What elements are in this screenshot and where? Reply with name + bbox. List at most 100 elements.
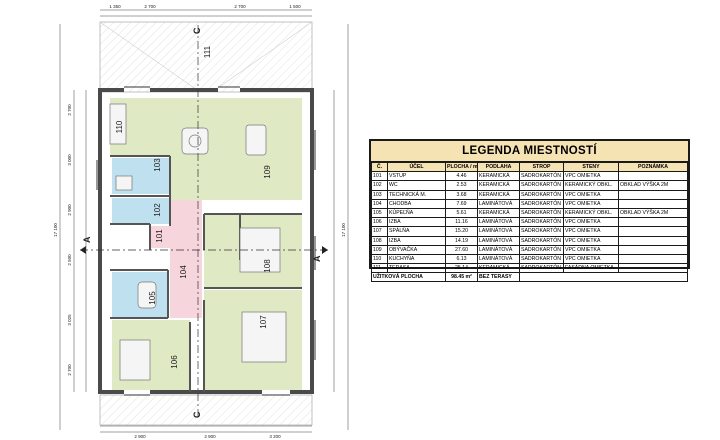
legend-header-cell: STROP (519, 161, 564, 173)
section-arrow-left (80, 246, 86, 254)
legend-table: Č. ÚČEL PLOCHA / m² PODLAHA STROP STENY … (371, 161, 688, 283)
legend-cell: KERAMICKÁ (477, 180, 520, 191)
legend-cell: SADROKARTÓN (519, 235, 564, 246)
legend-cell: 4.46 (445, 171, 478, 182)
legend-cell: KUCHYŇA (387, 253, 446, 265)
legend-cell: 105 (371, 207, 388, 219)
legend-footer-row: UŽITKOVÁ PLOCHA 98.45 m² BEZ TERASY (371, 272, 688, 283)
floor-plan-drawing: 110 109 103 102 101 104 105 106 107 108 … (53, 4, 349, 439)
legend-cell: LAMINÁTOVÁ (477, 253, 520, 265)
dim-left-3: 2 500 (67, 254, 72, 266)
room-label-110: 110 (115, 120, 124, 133)
room-label-107: 107 (259, 315, 268, 329)
legend-cell: SADROKARTÓN (519, 180, 564, 191)
legend-cell: 106 (371, 217, 388, 228)
legend-cell: TERASA (387, 263, 446, 274)
outer-walls (98, 88, 314, 394)
legend-cell: OBÝVAČKA (387, 244, 446, 255)
dim-left-4: 3 025 (67, 314, 72, 326)
legend-cell: VPC OMIETKA (563, 171, 619, 182)
legend-cell: VPC OMIETKA (563, 235, 619, 246)
legend-cell: SADROKARTÓN (519, 207, 564, 219)
dimension-labels: 1 350 2 700 2 700 1 500 17 100 17 100 2 … (53, 4, 346, 439)
legend-cell (618, 171, 688, 182)
legend-cell: SADROKARTÓN (519, 244, 564, 255)
legend-cell: LAMINÁTOVÁ (477, 217, 520, 228)
dim-bottom-1: 2 900 (204, 434, 216, 439)
room-legend: LEGENDA MIESTNOSTÍ Č. ÚČEL PLOCHA / m² P… (369, 139, 690, 283)
terrace-lower-area (99, 394, 313, 426)
room-101-fill (150, 226, 170, 248)
legend-header-cell: STENY (563, 161, 619, 173)
legend-cell: TECHNICKÁ M. (387, 189, 446, 200)
legend-cell: KERAMICKÝ OBKL. (563, 180, 619, 191)
legend-cell: LAMINÁTOVÁ (477, 226, 520, 237)
legend-cell: KERAMICKÁ (477, 207, 520, 219)
room-label-104: 104 (179, 265, 188, 279)
legend-cell (618, 189, 688, 200)
section-mark-c-top: C (192, 27, 202, 34)
legend-cell: IZBA (387, 217, 446, 228)
room-label-111: 111 (203, 45, 212, 58)
legend-cell: 5.61 (445, 207, 478, 219)
legend-cell: 104 (371, 198, 388, 209)
legend-cell: 15.20 (445, 226, 478, 237)
legend-header-cell: PLOCHA / m² (445, 161, 478, 173)
dim-right-total: 17 100 (341, 223, 346, 237)
legend-cell: VPC OMIETKA (563, 217, 619, 228)
legend-cell (618, 263, 688, 274)
terrace-diagonal-2 (211, 21, 313, 93)
legend-cell: OBKLAD VÝŠKA 2M (618, 207, 688, 219)
legend-cell: 102 (371, 180, 388, 191)
room-label-102: 102 (153, 203, 162, 217)
legend-cell: VPC OMIETKA (563, 189, 619, 200)
legend-header-cell: Č. (371, 161, 388, 173)
room-labels: 110 109 103 102 101 104 105 106 107 108 … (115, 45, 272, 368)
room-label-103: 103 (153, 158, 162, 172)
dim-top-1: 2 700 (144, 4, 156, 9)
dim-left-2: 2 900 (67, 204, 72, 216)
dim-left-5: 2 700 (67, 364, 72, 376)
window-marks (96, 86, 316, 396)
dim-bottom-2: 3 200 (269, 434, 281, 439)
legend-title: LEGENDA MIESTNOSTÍ (371, 141, 688, 162)
legend-cell: KERAMICKÝ OBKL. (563, 207, 619, 219)
room-label-101: 101 (155, 229, 164, 243)
section-mark-a-left: A (82, 236, 92, 243)
legend-header-cell: PODLAHA (477, 161, 520, 173)
legend-cell: 110 (371, 253, 388, 265)
legend-cell: SADROKARTÓN (519, 217, 564, 228)
legend-cell: VPC OMIETKA (563, 226, 619, 237)
floor-plan: 110 109 103 102 101 104 105 106 107 108 … (53, 4, 349, 439)
legend-cell: VPC OMIETKA (563, 198, 619, 209)
legend-cell: WC (387, 180, 446, 191)
dim-left-total: 17 100 (53, 223, 58, 237)
legend-header-cell: POZNÁMKA (618, 161, 688, 173)
legend-cell: VPC OMIETKA (563, 244, 619, 255)
legend-cell: SADROKARTÓN (519, 253, 564, 265)
legend-cell (618, 226, 688, 237)
legend-cell (618, 244, 688, 255)
legend-header-cell: ÚČEL (387, 161, 446, 173)
room-label-109: 109 (263, 165, 272, 179)
legend-cell: 101 (371, 171, 388, 182)
legend-cell: SADROKARTÓN (519, 263, 564, 274)
legend-footer-empty (519, 272, 688, 283)
legend-cell (618, 217, 688, 228)
legend-cell: SADROKARTÓN (519, 198, 564, 209)
legend-footer-note: BEZ TERASY (477, 272, 520, 283)
room-label-105: 105 (148, 291, 157, 305)
terrace-diagonal-1 (99, 21, 201, 93)
legend-cell (618, 253, 688, 265)
legend-footer-area: 98.45 m² (445, 272, 478, 283)
dim-bottom-0: 2 900 (134, 434, 146, 439)
room-label-106: 106 (170, 355, 179, 369)
